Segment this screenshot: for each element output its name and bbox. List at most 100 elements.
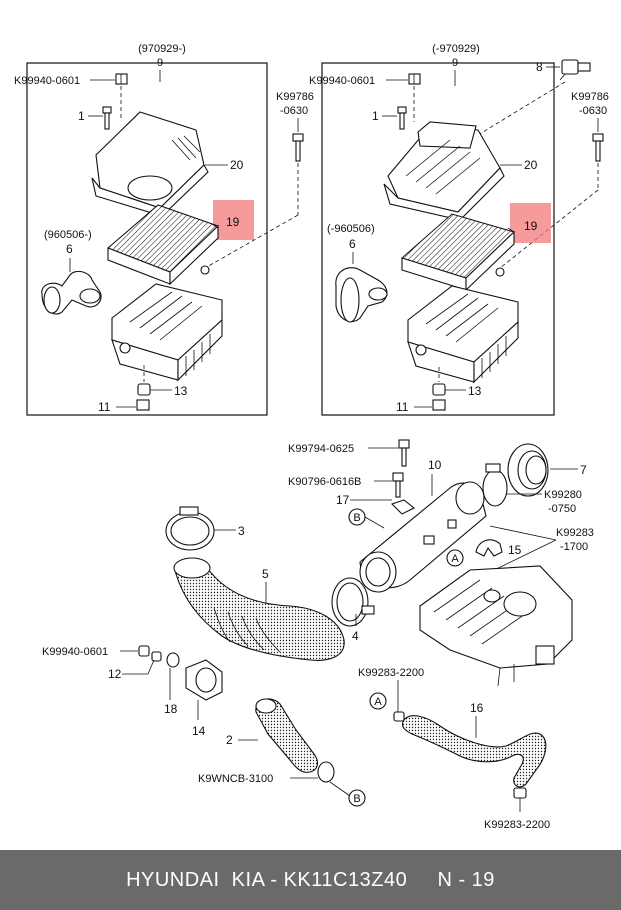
code-k99283a: K99283 — [556, 527, 594, 539]
code-k99280b: -0750 — [548, 503, 576, 515]
resonator-duct-icon — [359, 481, 487, 593]
left-nut-icon — [115, 73, 128, 85]
right-grommet-icon — [432, 383, 446, 396]
breather-hose-16-icon — [401, 715, 547, 788]
right-panel: (-970929) 9 K99940-0601 8 1 K99786 -0630 — [309, 43, 609, 416]
clamp-4-icon — [331, 577, 375, 627]
marker-a-lower: A — [369, 692, 387, 710]
callout-2: 2 — [226, 733, 233, 747]
marker-a-upper: A — [446, 549, 464, 567]
grommet-18-icon — [166, 652, 180, 668]
left-long-screw-icon — [292, 133, 304, 162]
callout-7: 7 — [580, 463, 587, 477]
right-screw-icon — [397, 106, 407, 130]
right-callout-13: 13 — [468, 384, 482, 398]
clamp-3-icon — [165, 506, 215, 551]
left-grommet-icon — [137, 383, 151, 396]
right-screw-code: K99786 — [571, 91, 609, 103]
parts-diagram: (970929-) 9 K99940-0601 1 K99786 -0630 — [14, 43, 609, 831]
right-callout-8: 8 — [536, 60, 543, 74]
callout-12: 12 — [108, 667, 122, 681]
left-callout-6: 6 — [66, 242, 73, 256]
left-duct-date: (960506-) — [44, 229, 92, 241]
right-callout-11: 11 — [396, 400, 409, 414]
code-k99940: K99940-0601 — [42, 646, 108, 658]
clamp-upper-icon — [482, 463, 508, 507]
left-panel: (970929-) 9 K99940-0601 1 K99786 -0630 — [14, 43, 314, 416]
right-callout-6: 6 — [349, 237, 356, 251]
code-k9wncb: K9WNCB-3100 — [198, 773, 273, 785]
seal-ring-icon — [507, 443, 549, 497]
hose-2-icon — [255, 698, 319, 773]
footer-text: HYUNDAI KIA - KK11C13Z40 N - 19 — [126, 868, 495, 891]
right-cover-icon — [383, 121, 505, 221]
right-bolt-code: K99940-0601 — [309, 75, 375, 87]
left-case-icon — [111, 265, 223, 382]
callout-4: 4 — [352, 629, 359, 643]
code-k90796: K90796-0616B — [288, 476, 361, 488]
marker-b-lower-label: B — [353, 793, 360, 805]
right-screw-code-2: -0630 — [579, 105, 607, 117]
marker-b-upper: B — [348, 508, 366, 526]
footer-bar: HYUNDAI KIA - KK11C13Z40 N - 19 — [0, 850, 621, 910]
left-callout-13: 13 — [174, 384, 188, 398]
engine-head-icon — [419, 565, 573, 687]
right-filter-icon — [401, 213, 515, 292]
left-callout-19: 19 — [226, 215, 240, 229]
right-callout-1: 1 — [372, 109, 379, 123]
right-highlight-19 — [510, 203, 551, 243]
bracket-icon — [390, 499, 416, 515]
right-callout-19: 19 — [524, 219, 538, 233]
right-duct-date: (-960506) — [327, 223, 375, 235]
code-k99283c: K99283-2200 — [358, 667, 424, 679]
left-filter-icon — [107, 204, 219, 286]
callout-18: 18 — [164, 702, 178, 716]
bracket-14-icon — [185, 659, 223, 701]
nut-12-icon — [138, 645, 162, 662]
callout-5: 5 — [262, 567, 269, 581]
clip-lower-icon — [513, 787, 527, 799]
callout-15: 15 — [508, 543, 522, 557]
left-callout-1: 1 — [78, 109, 85, 123]
left-header-num: 9 — [157, 57, 163, 69]
left-panel-frame — [26, 62, 268, 416]
marker-a-lower-label: A — [374, 696, 382, 708]
marker-b-upper-label: B — [353, 512, 360, 524]
right-duct-icon — [335, 267, 388, 323]
bolt-k90796-icon — [392, 472, 404, 498]
right-nut-bottom-icon — [432, 399, 446, 411]
intake-hose-icon — [173, 557, 345, 661]
left-highlight-19 — [213, 200, 254, 240]
callout-14: 14 — [192, 724, 206, 738]
right-header-date: (-970929) — [432, 43, 480, 55]
left-screw-icon — [102, 106, 112, 130]
left-screw-code: K99786 — [276, 91, 314, 103]
left-nut-bottom-icon — [136, 399, 150, 411]
left-screw-code-2: -0630 — [280, 105, 308, 117]
callout-10: 10 — [428, 458, 442, 472]
left-duct-icon — [41, 270, 102, 315]
callout-17: 17 — [336, 493, 350, 507]
callout-3: 3 — [238, 524, 245, 538]
lower-assembly: K99794-0625 K90796-0616B 17 B 10 — [42, 439, 594, 831]
right-header-num: 9 — [452, 57, 458, 69]
left-callout-20: 20 — [230, 158, 244, 172]
left-bolt-code: K99940-0601 — [14, 75, 80, 87]
code-k99794: K99794-0625 — [288, 443, 354, 455]
code-k99280: K99280 — [544, 489, 582, 501]
left-header-date: (970929-) — [138, 43, 186, 55]
right-callout-20: 20 — [524, 158, 538, 172]
code-k99283b: -1700 — [560, 541, 588, 553]
right-case-icon — [407, 267, 519, 384]
marker-b-lower: B — [348, 789, 366, 807]
right-nut-icon — [408, 73, 421, 85]
left-callout-11: 11 — [98, 400, 111, 414]
bolt-k99794-icon — [398, 439, 410, 467]
callout-16: 16 — [470, 701, 484, 715]
right-long-screw-icon — [592, 133, 604, 162]
sensor-icon — [559, 59, 591, 81]
marker-a-upper-label: A — [451, 553, 459, 565]
right-panel-frame — [321, 62, 555, 416]
clip-upper-icon — [393, 711, 405, 722]
code-k99283d: K99283-2200 — [484, 819, 550, 831]
